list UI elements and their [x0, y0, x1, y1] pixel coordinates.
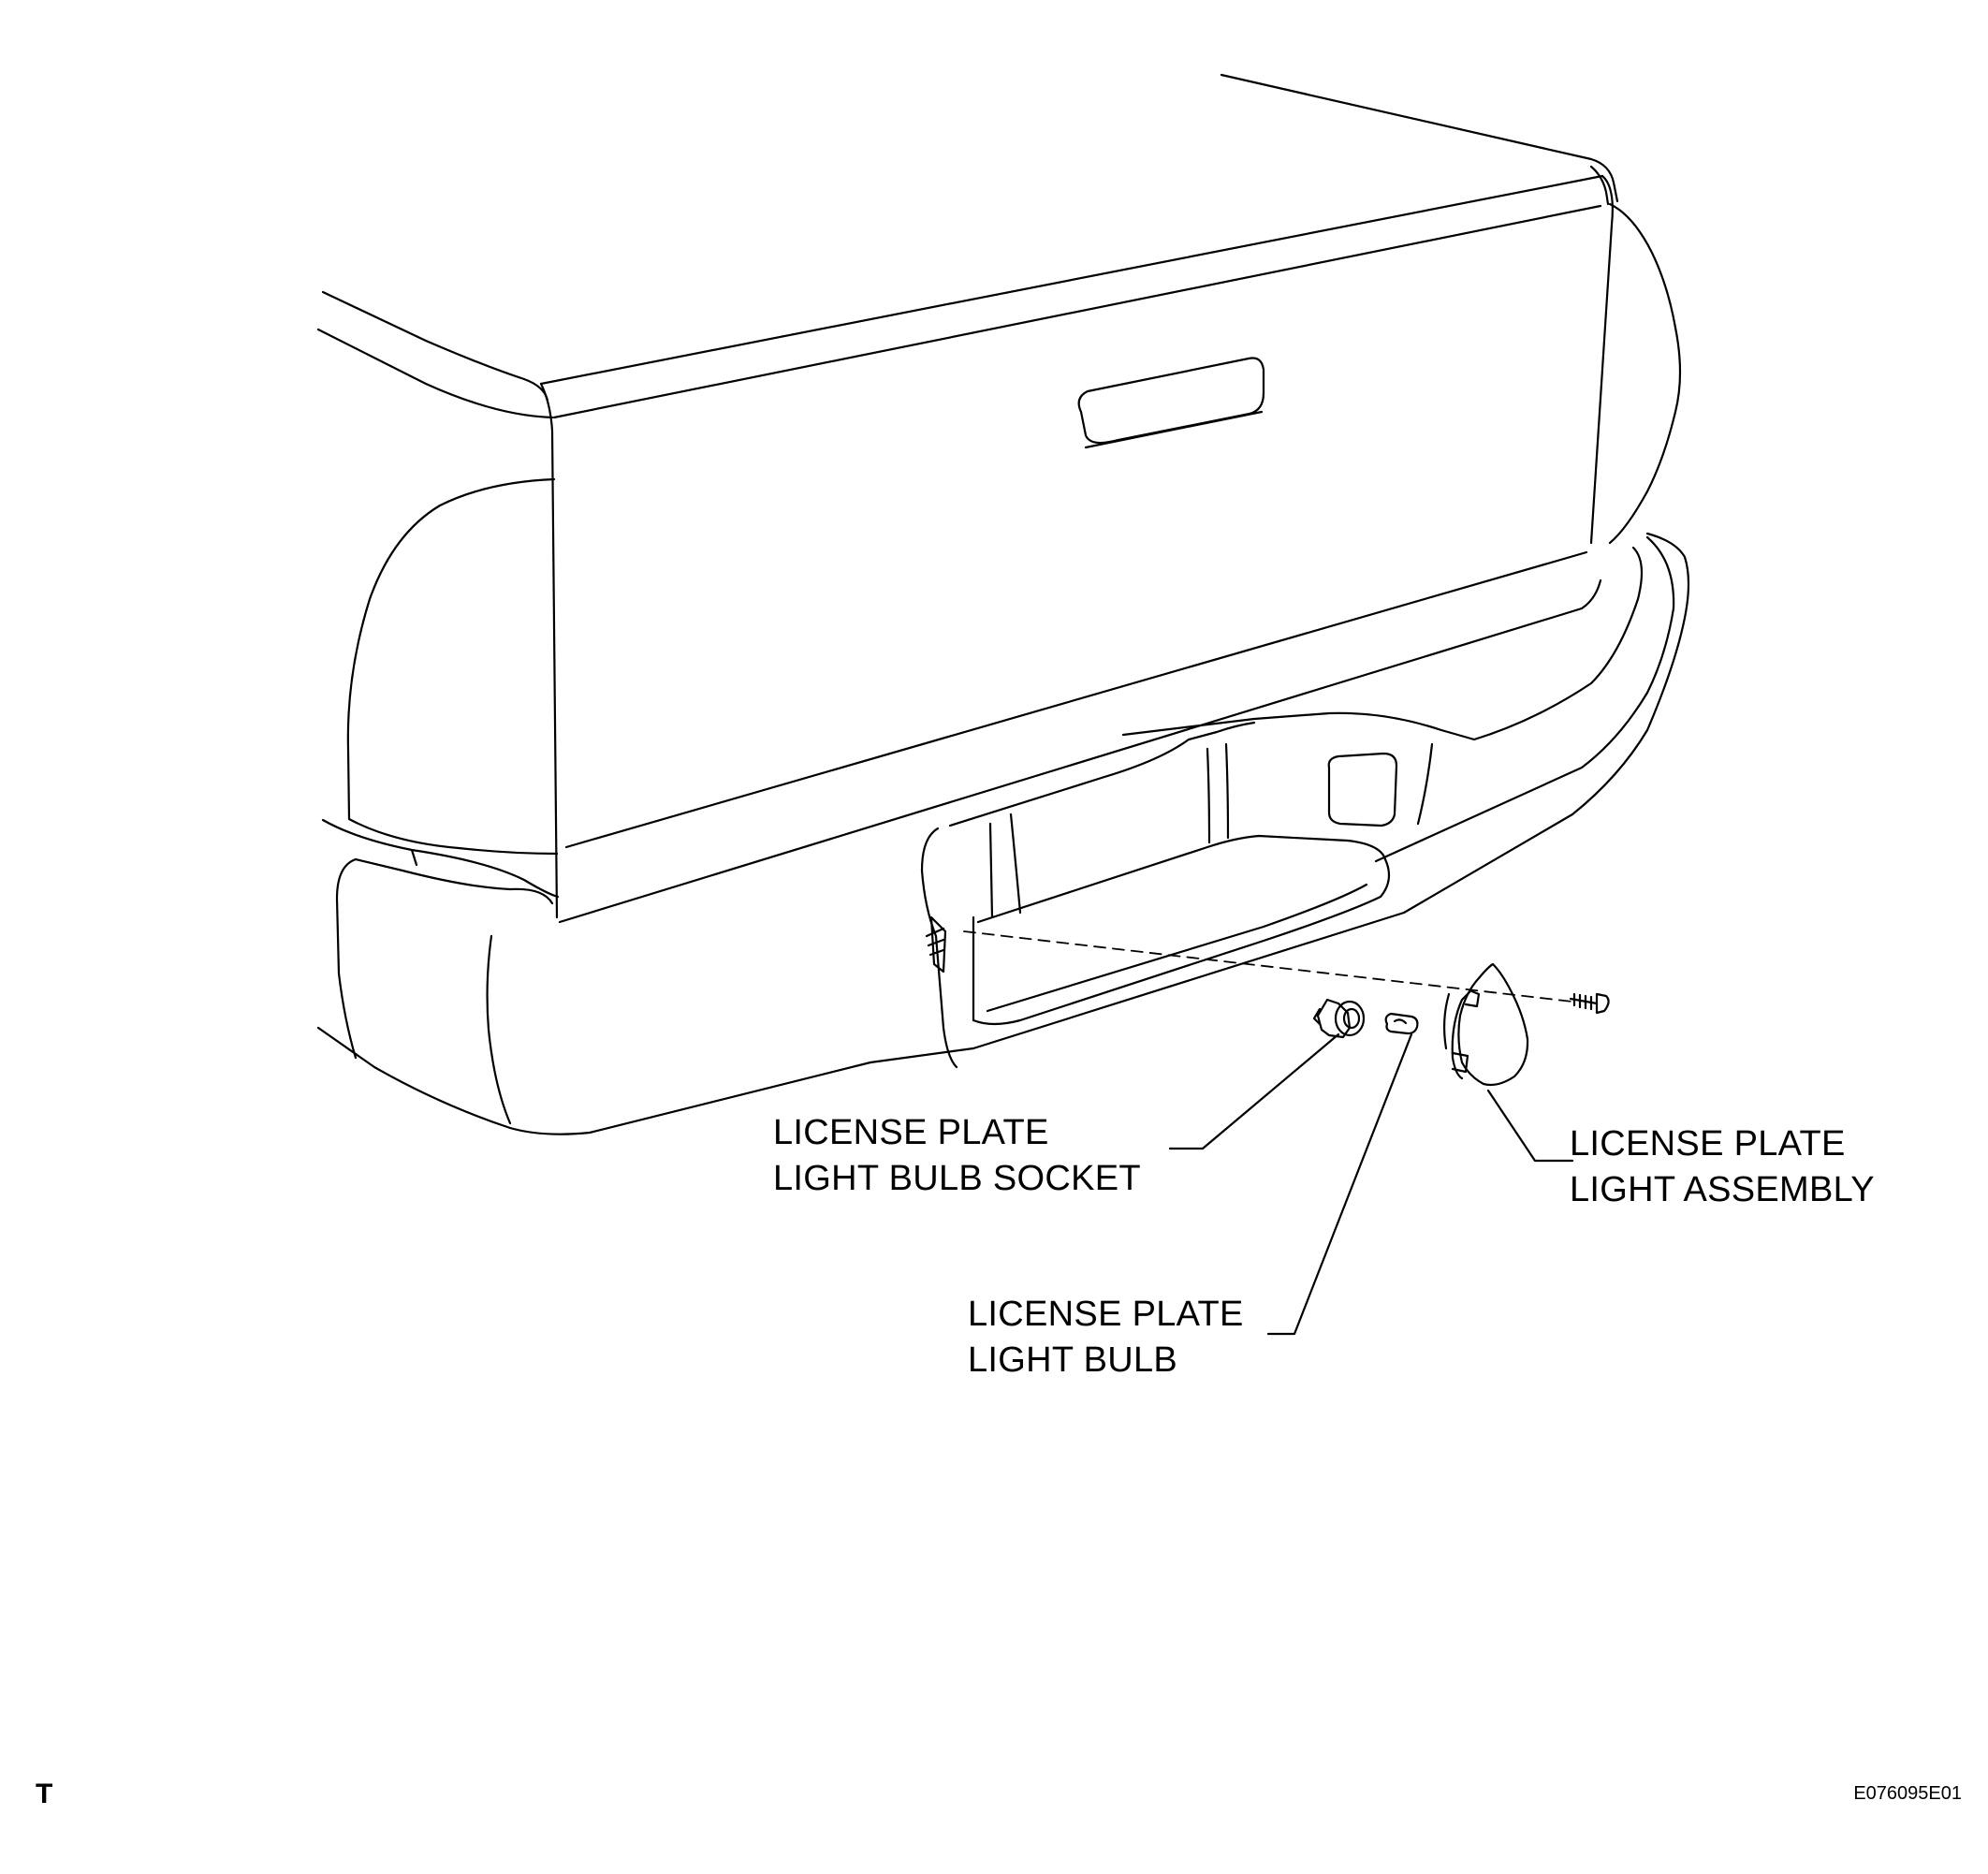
license-recess-post-right — [1206, 747, 1211, 844]
leader-lines — [1168, 1032, 1574, 1336]
bumper-step-top — [1121, 546, 1644, 741]
assembly-label: LICENSE PLATE LIGHT ASSEMBLY — [1570, 1121, 1875, 1213]
license-light-mount — [929, 915, 947, 974]
corner-mark: T — [36, 1779, 53, 1809]
tail-lamp-outline — [346, 477, 559, 856]
socket-leader-line — [1168, 1032, 1340, 1150]
tailgate-left-edge — [539, 382, 559, 919]
tailgate — [539, 174, 1614, 924]
bumper-step-contour — [1374, 535, 1675, 863]
socket-label-line2: LIGHT BULB SOCKET — [773, 1159, 1141, 1198]
license-recess-bottom-inner — [986, 883, 1368, 1013]
socket-label-line1: LICENSE PLATE — [773, 1113, 1049, 1152]
socket-label: LICENSE PLATE LIGHT BULB SOCKET — [773, 1110, 1141, 1202]
left-bed-rail-lower — [316, 328, 554, 419]
screw-part — [1569, 992, 1610, 1015]
assembly-label-line1: LICENSE PLATE — [1570, 1124, 1846, 1164]
tailgate-right-edge — [1589, 174, 1614, 545]
bed-top-rail-inner — [1589, 165, 1610, 206]
lens-clip-side — [1442, 992, 1451, 1050]
rear-bumper — [316, 532, 1690, 1135]
tailgate-handle-bezel — [1077, 357, 1265, 445]
bumper-reflector — [1327, 752, 1398, 827]
bumper-bottom — [316, 532, 1690, 1135]
assembly-label-line2: LIGHT ASSEMBLY — [1570, 1170, 1875, 1209]
license-recess-post-left — [1009, 813, 1022, 915]
tailgate-top-edge — [539, 174, 1604, 386]
left-tail-lamp — [321, 477, 560, 899]
light-bulb-part — [1384, 1012, 1419, 1035]
bulb-glass — [1384, 1012, 1419, 1035]
license-recess-outer — [948, 721, 1256, 827]
tailgate-bottom-edge — [558, 578, 1602, 924]
license-recess-floor — [976, 834, 1387, 924]
lens-housing — [1457, 962, 1529, 1087]
bed-top-rail — [1220, 73, 1619, 203]
bumper-top-contour — [335, 857, 358, 1060]
license-recess-inner-mid — [988, 822, 994, 919]
license-recess-post-right-2 — [1224, 742, 1230, 840]
license-recess-top — [920, 827, 958, 1069]
lens-clip-bottom — [1451, 1051, 1469, 1074]
figure-code: E076095E01 — [1853, 1783, 1962, 1804]
socket-core — [1342, 1007, 1361, 1030]
license-recess-bottom — [972, 857, 1391, 1026]
bulb-label-line2: LIGHT BULB — [968, 1340, 1178, 1380]
tailgate-handle-inner — [1084, 410, 1264, 449]
assembly-leader-line — [1486, 1089, 1574, 1163]
license-light-mount-detail — [925, 927, 945, 957]
truck-bed-outline — [316, 73, 1682, 545]
lens-housing-edge — [1451, 990, 1471, 1080]
tail-lamp-notch — [410, 848, 418, 867]
bulb-filament — [1393, 1018, 1408, 1025]
tailgate-top-edge-inner — [552, 204, 1602, 419]
tailgate-bottom-crease — [564, 550, 1588, 849]
socket-ring — [1334, 1000, 1366, 1037]
screw-head — [1595, 992, 1610, 1015]
bumper-top-left — [354, 857, 554, 905]
socket-tab — [1312, 1007, 1322, 1026]
left-bed-rail — [321, 290, 549, 403]
tail-lamp-lower-edge — [321, 818, 560, 899]
light-assembly-part — [1442, 962, 1529, 1087]
bumper-right-crease — [1416, 742, 1434, 826]
bulb-label-line1: LICENSE PLATE — [968, 1295, 1244, 1334]
lens-clip-top — [1464, 988, 1481, 1008]
screw-thread — [1572, 992, 1593, 1011]
bulb-leader-line — [1266, 1032, 1413, 1336]
bumper-left-face — [486, 934, 512, 1125]
bulb-socket-part — [1312, 998, 1366, 1039]
right-bed-side — [1608, 202, 1682, 545]
bulb-label: LICENSE PLATE LIGHT BULB — [968, 1292, 1244, 1384]
